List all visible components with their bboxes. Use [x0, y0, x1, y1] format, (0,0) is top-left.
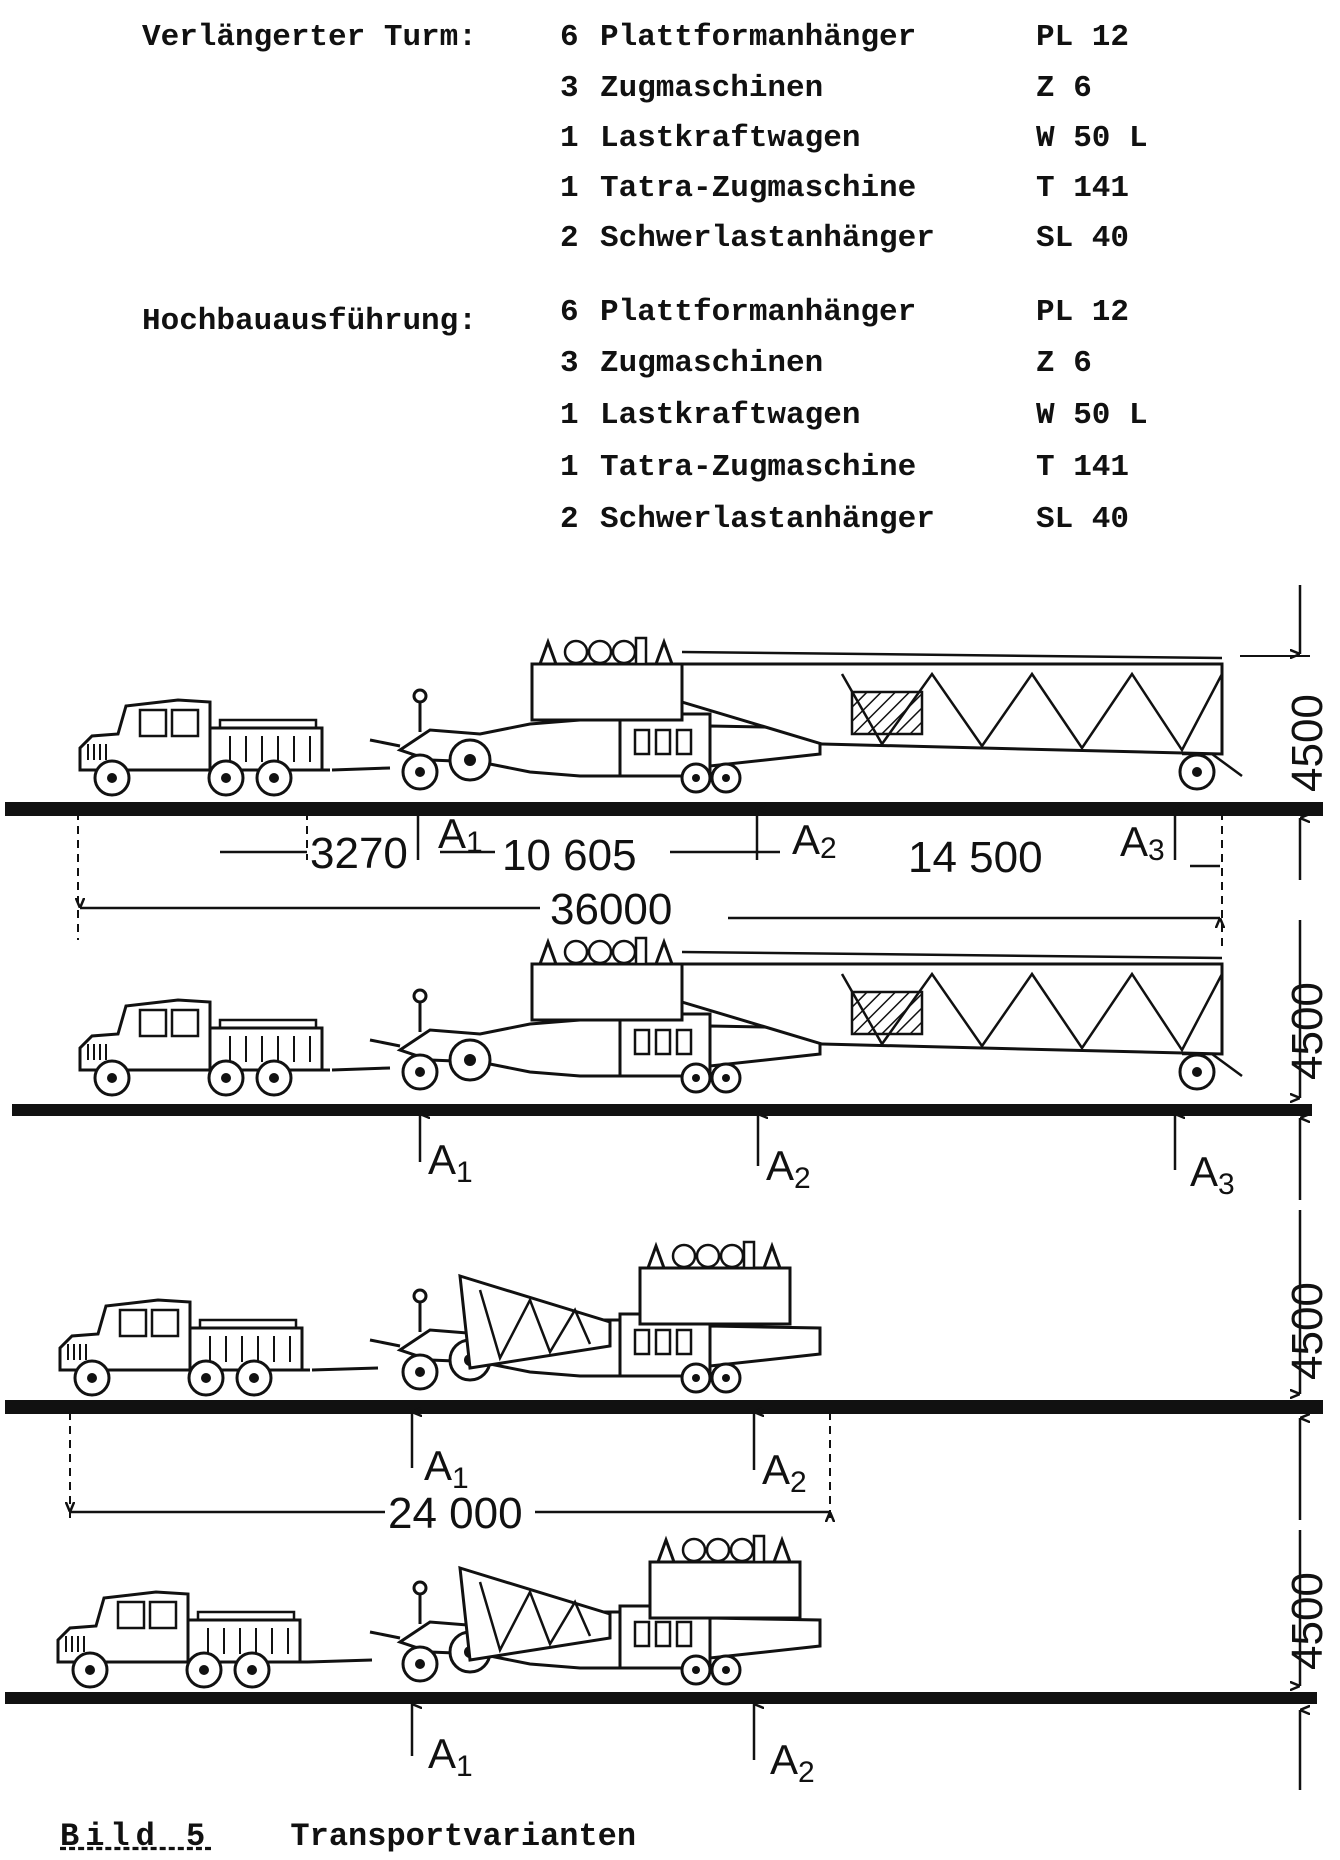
item-code: W 50 L [1036, 398, 1148, 433]
item-code: PL 12 [1036, 20, 1130, 55]
height-dimension: 4500 [1283, 982, 1332, 1080]
item-code: Z 6 [1036, 71, 1092, 106]
ground-line [12, 1104, 1312, 1116]
crane-upper-body [530, 936, 684, 1022]
axle-label-a2: A2 [770, 1736, 815, 1789]
axle-label-a2: A2 [762, 1446, 807, 1499]
variant-4: A1 A2 4500 [5, 1530, 1332, 1790]
figure-caption: Bild 5 Transportvarianten [60, 1818, 636, 1855]
tractor-truck [58, 1298, 312, 1397]
item-name: Plattformanhänger [600, 295, 917, 330]
axle-label-a1: A1 [438, 810, 483, 859]
dimension-36000: 36000 [550, 885, 672, 934]
tractor-truck [78, 998, 332, 1097]
item-code: SL 40 [1036, 221, 1130, 256]
item-name: Plattformanhänger [600, 20, 917, 55]
crane-upper-body [638, 1240, 792, 1326]
tractor-truck [56, 1590, 310, 1689]
item-qty: 6 [560, 20, 579, 55]
item-qty: 1 [560, 398, 579, 433]
axle-label-a3: A3 [1190, 1148, 1235, 1201]
item-code: PL 12 [1036, 295, 1130, 330]
crane-upper-body [648, 1534, 802, 1620]
axle-label-a1: A1 [428, 1136, 473, 1189]
group-label-extended-tower: Verlängerter Turm: [142, 20, 477, 55]
lattice-boom [680, 950, 1244, 1091]
height-dimension: 4500 [1283, 694, 1332, 792]
item-code: T 141 [1036, 450, 1130, 485]
item-qty: 3 [560, 346, 579, 381]
item-qty: 1 [560, 121, 579, 156]
lattice-boom [680, 650, 1244, 791]
axle-label-a2: A2 [766, 1142, 811, 1195]
ground-line [5, 1692, 1317, 1704]
variant-3: A1 A2 24 000 4500 [5, 1210, 1332, 1538]
item-name: Tatra-Zugmaschine [600, 171, 917, 206]
item-code: Z 6 [1036, 346, 1092, 381]
item-name: Schwerlastanhänger [600, 221, 935, 256]
ground-line [5, 802, 1323, 816]
item-qty: 1 [560, 171, 579, 206]
tractor-truck [78, 698, 332, 797]
item-qty: 6 [560, 295, 579, 330]
item-name: Tatra-Zugmaschine [600, 450, 917, 485]
figure-number: Bild 5 [60, 1818, 212, 1855]
item-qty: 3 [560, 71, 579, 106]
height-dimension: 4500 [1283, 1572, 1332, 1670]
figure-title: Transportvarianten [290, 1818, 637, 1855]
variant-2: A1 A2 A3 4500 [12, 920, 1332, 1201]
dimension-14500: 14 500 [908, 833, 1043, 882]
item-qty: 2 [560, 221, 579, 256]
item-code: SL 40 [1036, 502, 1130, 537]
variant-1: 3270 10 605 14 500 36000 A1 A2 A3 4500 [5, 585, 1332, 950]
axle-label-a2: A2 [792, 816, 837, 865]
item-code: W 50 L [1036, 121, 1148, 156]
dimension-3270: 3270 [310, 829, 408, 878]
item-qty: 1 [560, 450, 579, 485]
item-code: T 141 [1036, 171, 1130, 206]
item-name: Lastkraftwagen [600, 398, 861, 433]
height-dimension: 4500 [1283, 1282, 1332, 1380]
axle-label-a1: A1 [428, 1730, 473, 1783]
item-name: Zugmaschinen [600, 346, 824, 381]
item-qty: 2 [560, 502, 579, 537]
dimension-24000: 24 000 [388, 1489, 523, 1538]
group-label-building-version: Hochbauausführung: [142, 304, 477, 339]
crane-upper-body [530, 636, 684, 722]
item-name: Zugmaschinen [600, 71, 824, 106]
axle-label-a3: A3 [1120, 818, 1165, 867]
item-name: Schwerlastanhänger [600, 502, 935, 537]
axle-label-a1: A1 [424, 1442, 469, 1495]
item-name: Lastkraftwagen [600, 121, 861, 156]
dimension-10605: 10 605 [502, 831, 637, 880]
ground-line [5, 1400, 1323, 1414]
